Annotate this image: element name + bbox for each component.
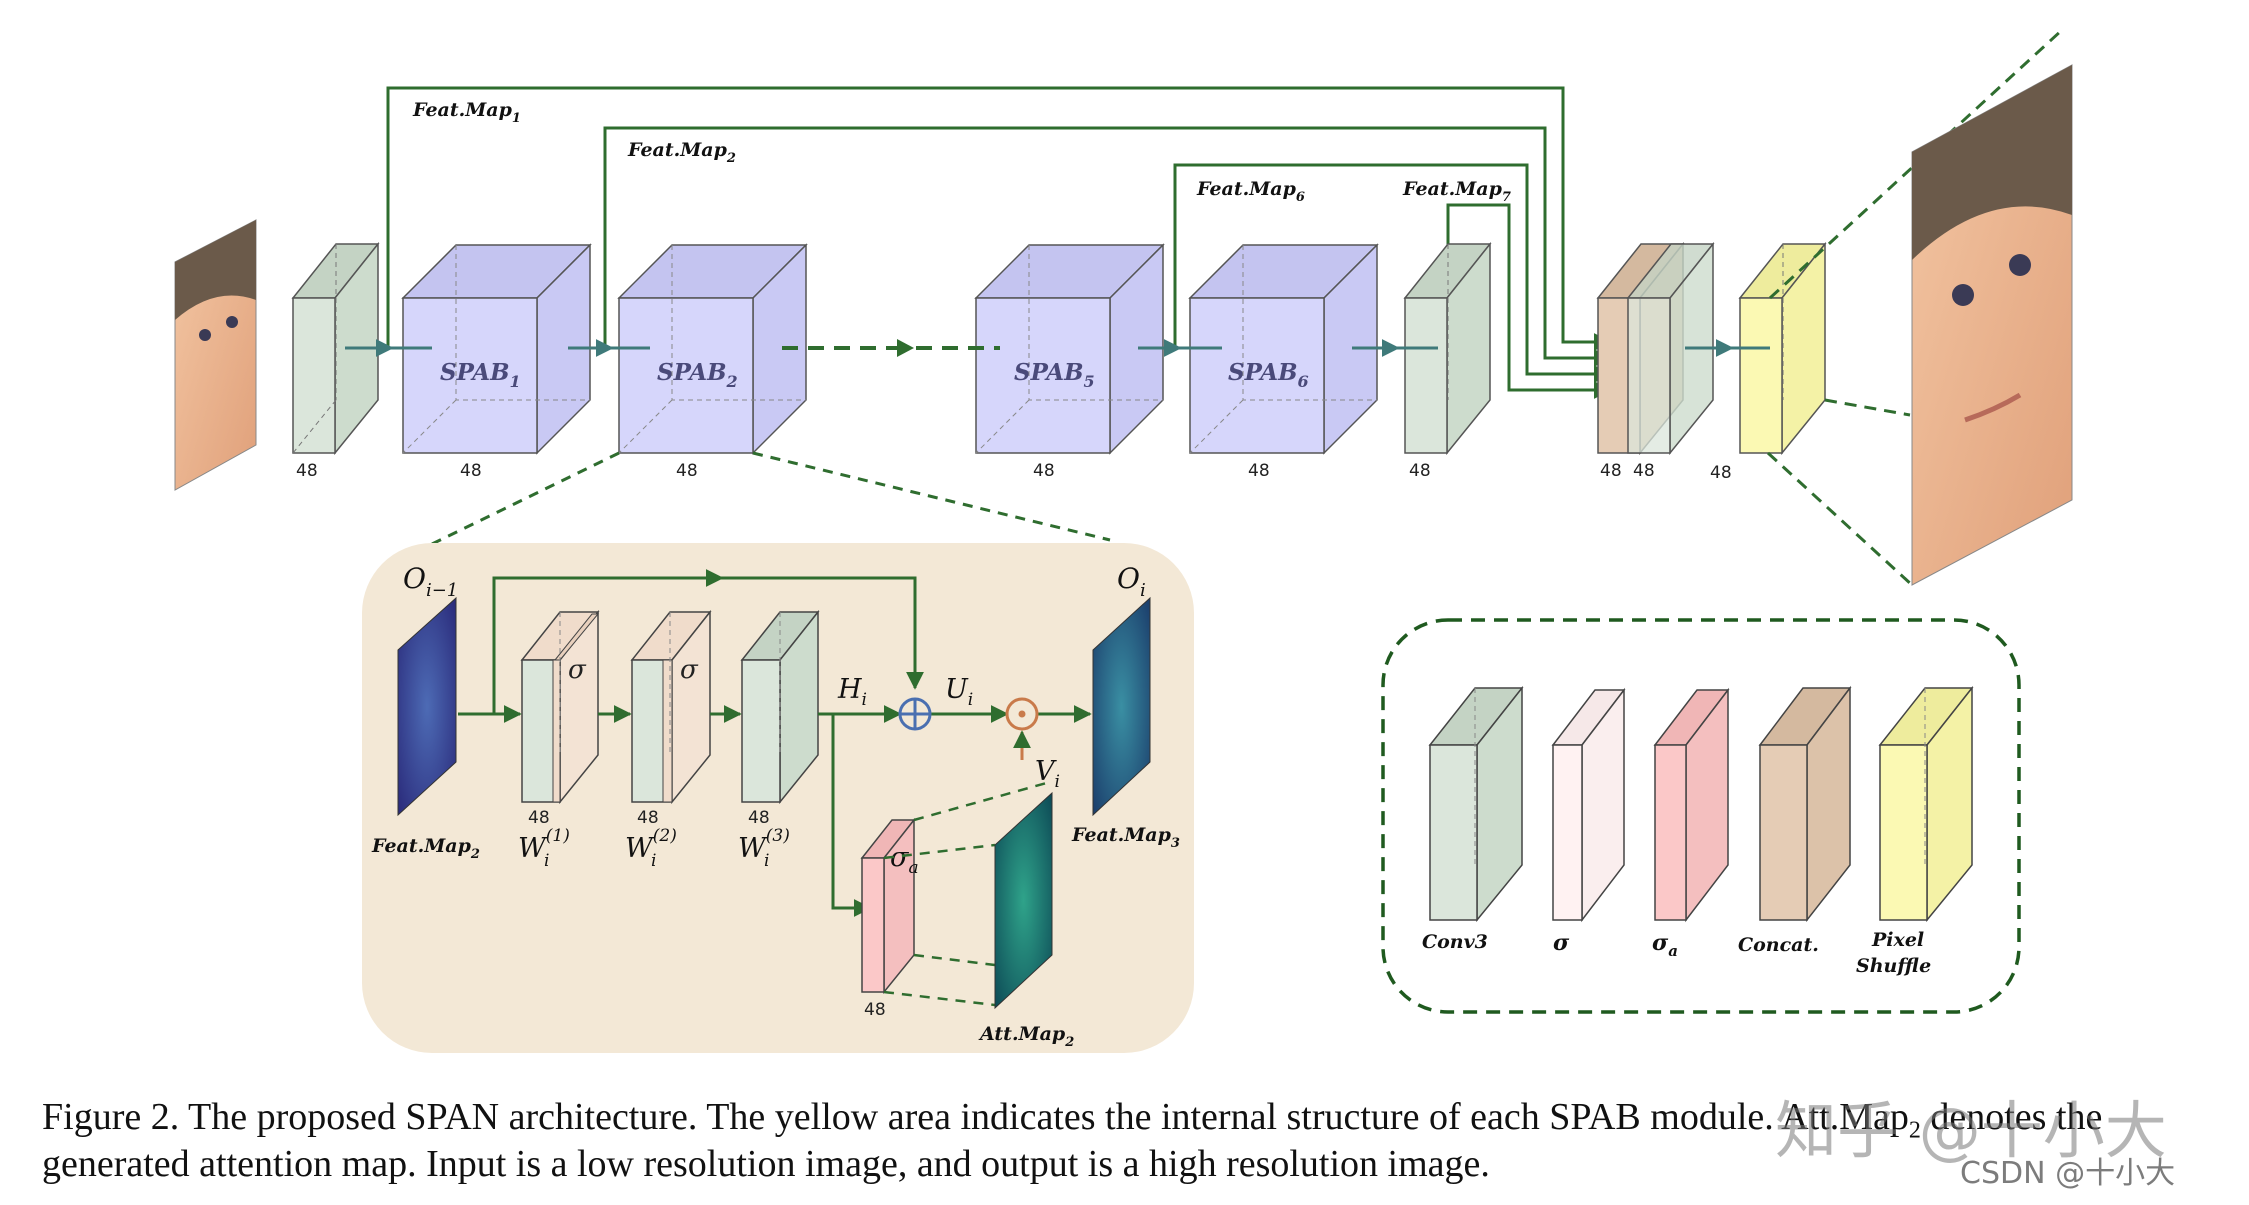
elementwise-multiply-node (1005, 697, 1039, 731)
channel-label: 48 (528, 808, 550, 828)
csdn-watermark: CSDN @十小大 (1960, 1156, 2176, 1191)
legend-concat-swatch (1758, 685, 1852, 923)
h-label: Hi (837, 674, 867, 710)
inner-conv-block-1: σ (520, 609, 600, 805)
weight-label-3-sub: i (764, 851, 769, 871)
weight-label-1-sub: i (544, 851, 549, 871)
feat-map-out-label: Feat.Map3 (1071, 824, 1180, 851)
output-feature-map (1092, 596, 1151, 817)
input-o-label: Oi−1 (403, 562, 458, 601)
spab-block-2: SPAB2 (617, 243, 808, 455)
inner-conv-block-2: σ (630, 609, 712, 805)
output-hr-image (1911, 64, 2073, 586)
caption-text: Figure 2. The proposed SPAN architecture… (42, 1096, 1909, 1138)
channel-label: 48 (864, 1000, 886, 1020)
channel-label: 48 (1033, 461, 1055, 481)
channel-label: 48 (460, 461, 482, 481)
figure-caption-line-2: generated attention map. Input is a low … (42, 1142, 1490, 1186)
input-lr-image (174, 219, 257, 491)
weight-label-3: W(3) (738, 826, 790, 864)
pixel-shuffle-slab (1738, 241, 1827, 456)
feat-map-2-label: Feat.Map2 (627, 139, 736, 166)
caption-end: denotes the (1920, 1096, 2103, 1138)
legend-sigma-a-swatch (1653, 687, 1730, 923)
channel-label: 48 (1248, 461, 1270, 481)
caption-text: generated attention map. Input is a low … (42, 1143, 1490, 1185)
u-label: Ui (945, 674, 973, 710)
sigma-a-label: σa (890, 842, 919, 878)
figure-caption-line-1: Figure 2. The proposed SPAN architecture… (42, 1095, 2102, 1145)
projection-lines (1766, 28, 2064, 587)
dashed-ellipsis-arrow (782, 339, 1000, 357)
zoom-lines (429, 451, 1111, 547)
conv3-post-slab (1403, 241, 1492, 456)
spab-block-1: SPAB1 (401, 243, 592, 455)
output-o-label: Oi (1117, 562, 1146, 601)
channel-label: 48 (1409, 461, 1431, 481)
weight-label-2-sub: i (651, 851, 656, 871)
skip-connections (386, 86, 1612, 399)
input-feature-map (397, 596, 457, 817)
svg-text:σ: σ (680, 655, 699, 685)
svg-text:SPAB2: SPAB2 (657, 359, 738, 391)
legend-pixel-shuffle-swatch (1878, 685, 1974, 923)
legend-sigma-swatch (1551, 687, 1626, 923)
channel-label: 48 (1710, 463, 1732, 483)
svg-text:SPAB6: SPAB6 (1228, 359, 1309, 391)
channel-label: 48 (1600, 461, 1622, 481)
feat-map-1-label: Feat.Map1 (412, 99, 521, 126)
att-map-label: Att.Map2 (978, 1023, 1074, 1050)
legend-sigma-a-label: σa (1652, 930, 1678, 960)
legend-sigma-label: σ (1553, 930, 1570, 956)
channel-label: 48 (1633, 461, 1655, 481)
svg-text:σ: σ (568, 655, 587, 685)
legend-pixel-label: Pixel (1871, 929, 1924, 951)
legend-conv3-label: Conv3 (1422, 931, 1488, 953)
inner-flow-arrows (458, 705, 1092, 917)
weight-label-2: W(2) (625, 826, 677, 864)
attention-map (994, 791, 1053, 1010)
attention-projection-lines (883, 780, 1051, 1007)
feat-map-7-label: Feat.Map7 (1402, 178, 1511, 205)
v-label: Vi (1035, 756, 1060, 792)
channel-label: 48 (637, 808, 659, 828)
zhihu-watermark: 知乎 @十小大 (1775, 1094, 2167, 1167)
channel-label: 48 (296, 461, 318, 481)
caption-sub: 2 (1908, 1117, 1921, 1144)
sigma-a-block (860, 817, 916, 995)
feat-map-6-label: Feat.Map6 (1196, 178, 1305, 205)
legend-concat-label: Concat. (1738, 934, 1819, 956)
channel-label: 48 (676, 461, 698, 481)
weight-label-1: W(1) (518, 826, 570, 864)
channel-label: 48 (748, 808, 770, 828)
svg-text:SPAB5: SPAB5 (1014, 359, 1095, 391)
feat-map-in-label: Feat.Map2 (371, 835, 480, 862)
svg-text:SPAB1: SPAB1 (440, 359, 521, 391)
legend-shuffle-label: Shuffle (1856, 955, 1931, 977)
legend-panel (1381, 618, 2021, 1014)
elementwise-add-node (898, 697, 932, 731)
legend-conv3-swatch (1428, 685, 1524, 923)
inner-conv-block-3 (740, 609, 820, 805)
spab-block-6: SPAB6 (1188, 243, 1379, 455)
spab-block-5: SPAB5 (974, 243, 1165, 455)
